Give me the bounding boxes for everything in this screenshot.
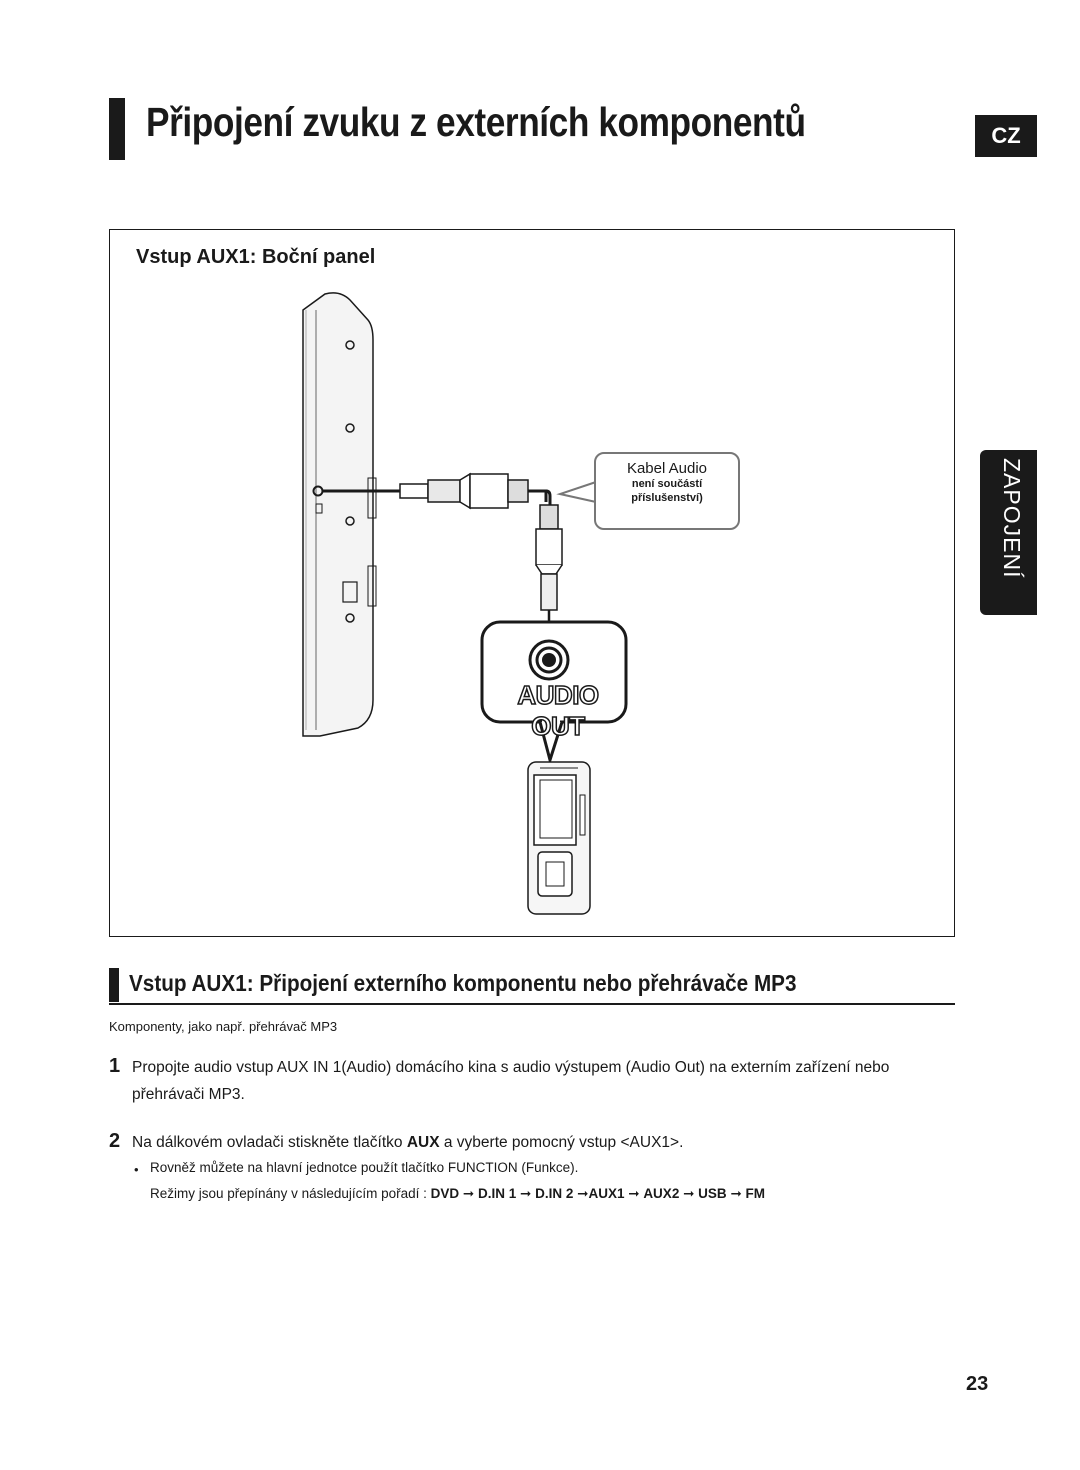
step-2-prefix: Na dálkovém ovladači stiskněte tlačítko — [132, 1134, 407, 1151]
section-side-tab: ZAPOJENÍ — [980, 450, 1037, 615]
arrow-icon: ➞ — [462, 1186, 475, 1201]
mode-sequence: Režimy jsou přepínány v následujícím poř… — [150, 1186, 765, 1202]
step-2-suffix: a vyberte pomocný vstup <AUX1>. — [439, 1134, 684, 1151]
bullet-icon: • — [134, 1162, 139, 1177]
arrow-icon: ➞ — [683, 1186, 695, 1201]
mode-item: D.IN 2 — [535, 1186, 574, 1201]
section-title: Vstup AUX1: Připojení externího komponen… — [129, 970, 797, 996]
mode-item: DVD — [430, 1186, 460, 1201]
audio-out-jack-callout — [480, 620, 628, 766]
side-panel-illustration — [302, 292, 377, 737]
section-divider — [109, 1003, 955, 1005]
side-tab-label: ZAPOJENÍ — [999, 458, 1025, 579]
step-1-line1: Propojte audio vstup AUX IN 1(Audio) dom… — [132, 1059, 890, 1076]
mode-sequence-prefix: Režimy jsou přepínány v následujícím poř… — [150, 1186, 431, 1201]
cable-note-line2: příslušenství) — [631, 492, 703, 504]
step-2-text: Na dálkovém ovladači stiskněte tlačítko … — [132, 1129, 683, 1156]
step-2-bold: AUX — [406, 1134, 440, 1151]
title-accent-bar — [109, 98, 125, 160]
mode-item: AUX2 — [643, 1186, 680, 1201]
audio-cable — [323, 472, 563, 630]
page-number: 23 — [966, 1373, 989, 1395]
step-1-number: 1 — [109, 1055, 121, 1077]
arrow-icon: ➞ — [520, 1186, 532, 1201]
language-badge: CZ — [975, 115, 1037, 157]
arrow-icon: ➞ — [730, 1186, 742, 1201]
step-1-line2: přehrávači MP3. — [132, 1086, 245, 1103]
mp3-player-illustration — [527, 761, 591, 915]
cable-note-line1: není součástí — [631, 478, 703, 490]
callout-pointer — [556, 481, 597, 503]
section-intro: Komponenty, jako např. přehrávač MP3 — [109, 1019, 338, 1034]
step-2-number: 2 — [109, 1130, 121, 1152]
mode-item: USB — [698, 1186, 727, 1201]
figure-title: Vstup AUX1: Boční panel — [136, 246, 376, 268]
cable-label: Kabel Audio — [626, 460, 708, 477]
mode-item: FM — [745, 1186, 766, 1201]
mode-item: AUX1 — [588, 1186, 625, 1201]
page-title: Připojení zvuku z externích komponentů — [146, 99, 806, 145]
connection-figure: Vstup AUX1: Boční panel — [109, 229, 955, 937]
bullet-text: Rovněž můžete na hlavní jednotce použít … — [150, 1160, 579, 1175]
step-1-text: Propojte audio vstup AUX IN 1(Audio) dom… — [132, 1054, 889, 1108]
cable-callout: Kabel Audio není součástí příslušenství) — [594, 452, 740, 530]
arrow-icon: ➞ — [577, 1186, 589, 1201]
audio-out-label: AUDIO OUT — [517, 679, 600, 742]
connection-diagram — [302, 292, 628, 915]
section-accent-bar — [109, 968, 119, 1002]
arrow-icon: ➞ — [628, 1186, 640, 1201]
mode-item: D.IN 1 — [478, 1186, 517, 1201]
